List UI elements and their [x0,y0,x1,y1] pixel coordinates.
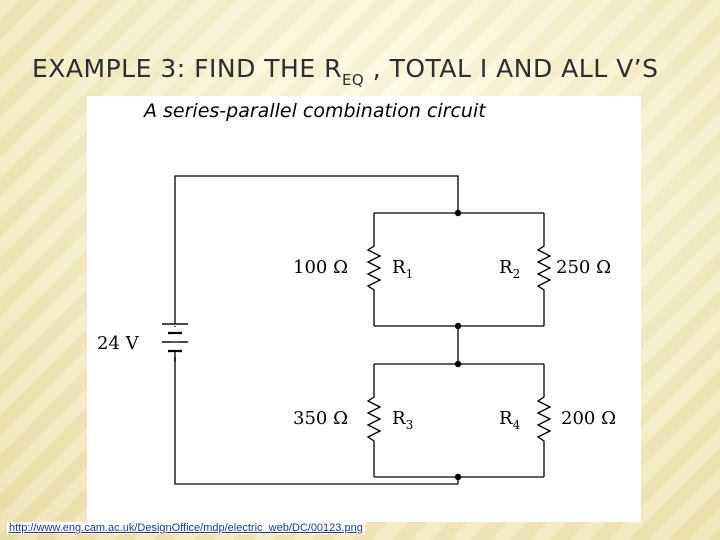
r4-name: R4 [499,408,521,432]
title-main: EXAMPLE 3: FIND THE R [32,54,342,83]
title-rest: , TOTAL I AND ALL V’S [364,54,659,83]
junction-dot [454,360,462,368]
source-link[interactable]: http://www.eng.cam.ac.uk/DesignOffice/md… [7,522,365,534]
r3-value: 350 Ω [293,408,348,429]
circuit-heading: A series-parallel combination circuit [142,100,487,122]
resistor-r1-symbol [366,213,382,326]
circuit-diagram-panel: A series-parallel combination circuit [87,96,641,522]
junction-dot [454,209,462,217]
title-subscript: EQ [341,71,365,89]
r2-name: R2 [499,257,520,281]
wire-left-bottom [174,326,458,485]
slide-title: EXAMPLE 3: FIND THE REQ , TOTAL I AND AL… [32,54,659,89]
circuit-diagram: A series-parallel combination circuit [97,100,616,485]
resistor-r4-symbol [536,364,552,477]
circuit-junctions [454,209,462,481]
r2-value: 250 Ω [556,257,611,278]
resistor-r2-symbol [536,213,552,326]
r4-value: 200 Ω [561,408,616,429]
resistor-r3-symbol [366,364,382,477]
wire-left-top [174,175,459,324]
r1-value: 100 Ω [293,257,348,278]
circuit-wires [162,175,552,485]
r3-name: R3 [392,408,413,432]
battery-label: 24 V [97,333,140,354]
junction-dot [454,322,462,330]
r1-name: R1 [392,257,413,281]
junction-dot [454,473,462,481]
